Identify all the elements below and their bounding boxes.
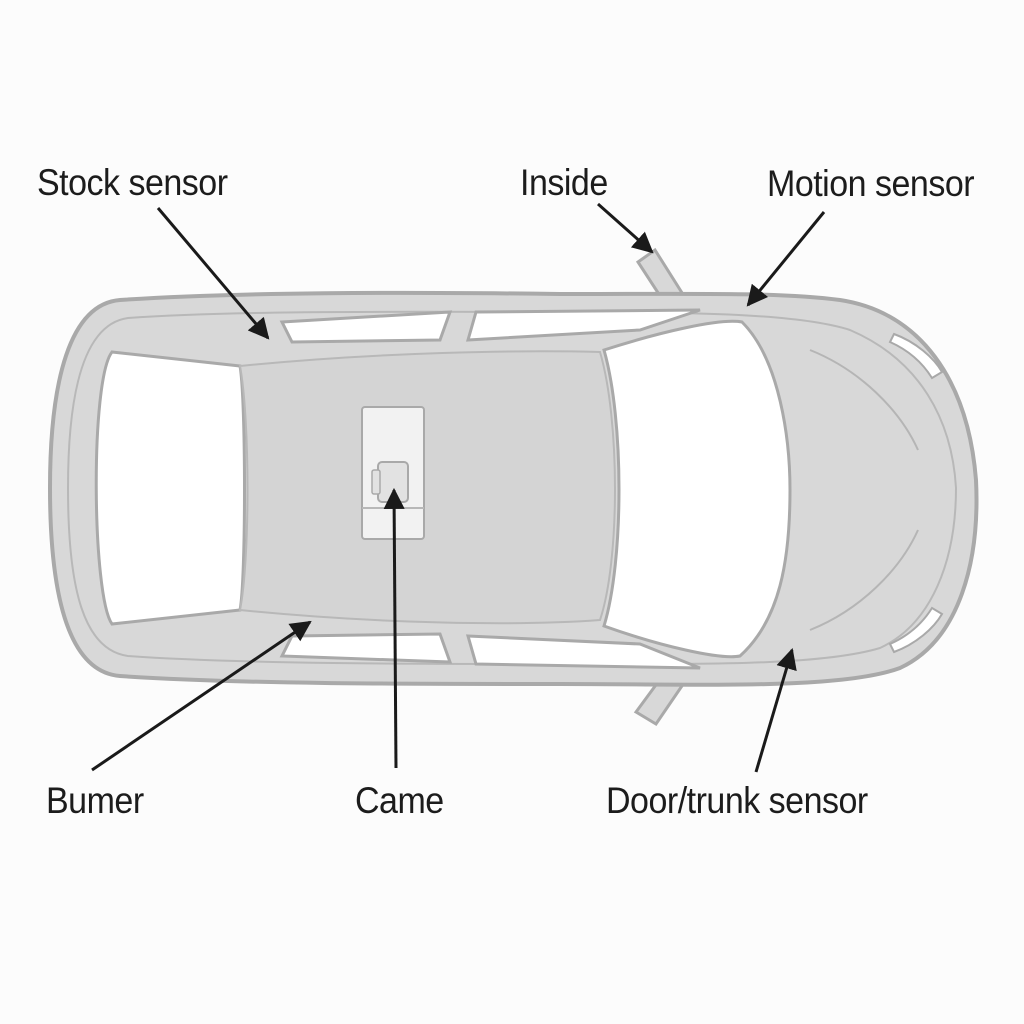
headlight-right	[888, 332, 944, 380]
roof-panel	[238, 350, 616, 625]
windshield	[602, 319, 792, 659]
rear-window	[94, 350, 246, 626]
bumer-label: Bumer	[46, 780, 144, 822]
right-rear-side-window	[279, 310, 453, 344]
motion-sensor-arrow	[746, 211, 826, 307]
stock-sensor-label: Stock sensor	[37, 162, 228, 204]
camera-lens-side	[371, 469, 381, 495]
came-arrow	[383, 487, 405, 769]
right-front-side-window	[465, 308, 701, 342]
door-trunk-sensor-arrow	[754, 647, 797, 773]
left-rear-side-window	[279, 632, 453, 664]
came-label: Came	[355, 780, 444, 822]
headlight-left	[888, 606, 944, 654]
bumer-arrow	[91, 620, 312, 772]
motion-sensor-label: Motion sensor	[767, 163, 975, 205]
door-trunk-sensor-label: Door/trunk sensor	[606, 780, 868, 822]
inside-label: Inside	[520, 162, 608, 204]
inside-arrow	[597, 202, 654, 254]
hood-crease-top	[809, 349, 919, 451]
stock-sensor-arrow	[156, 207, 270, 340]
hood-crease-bottom	[809, 529, 919, 631]
left-front-side-window	[465, 634, 701, 670]
